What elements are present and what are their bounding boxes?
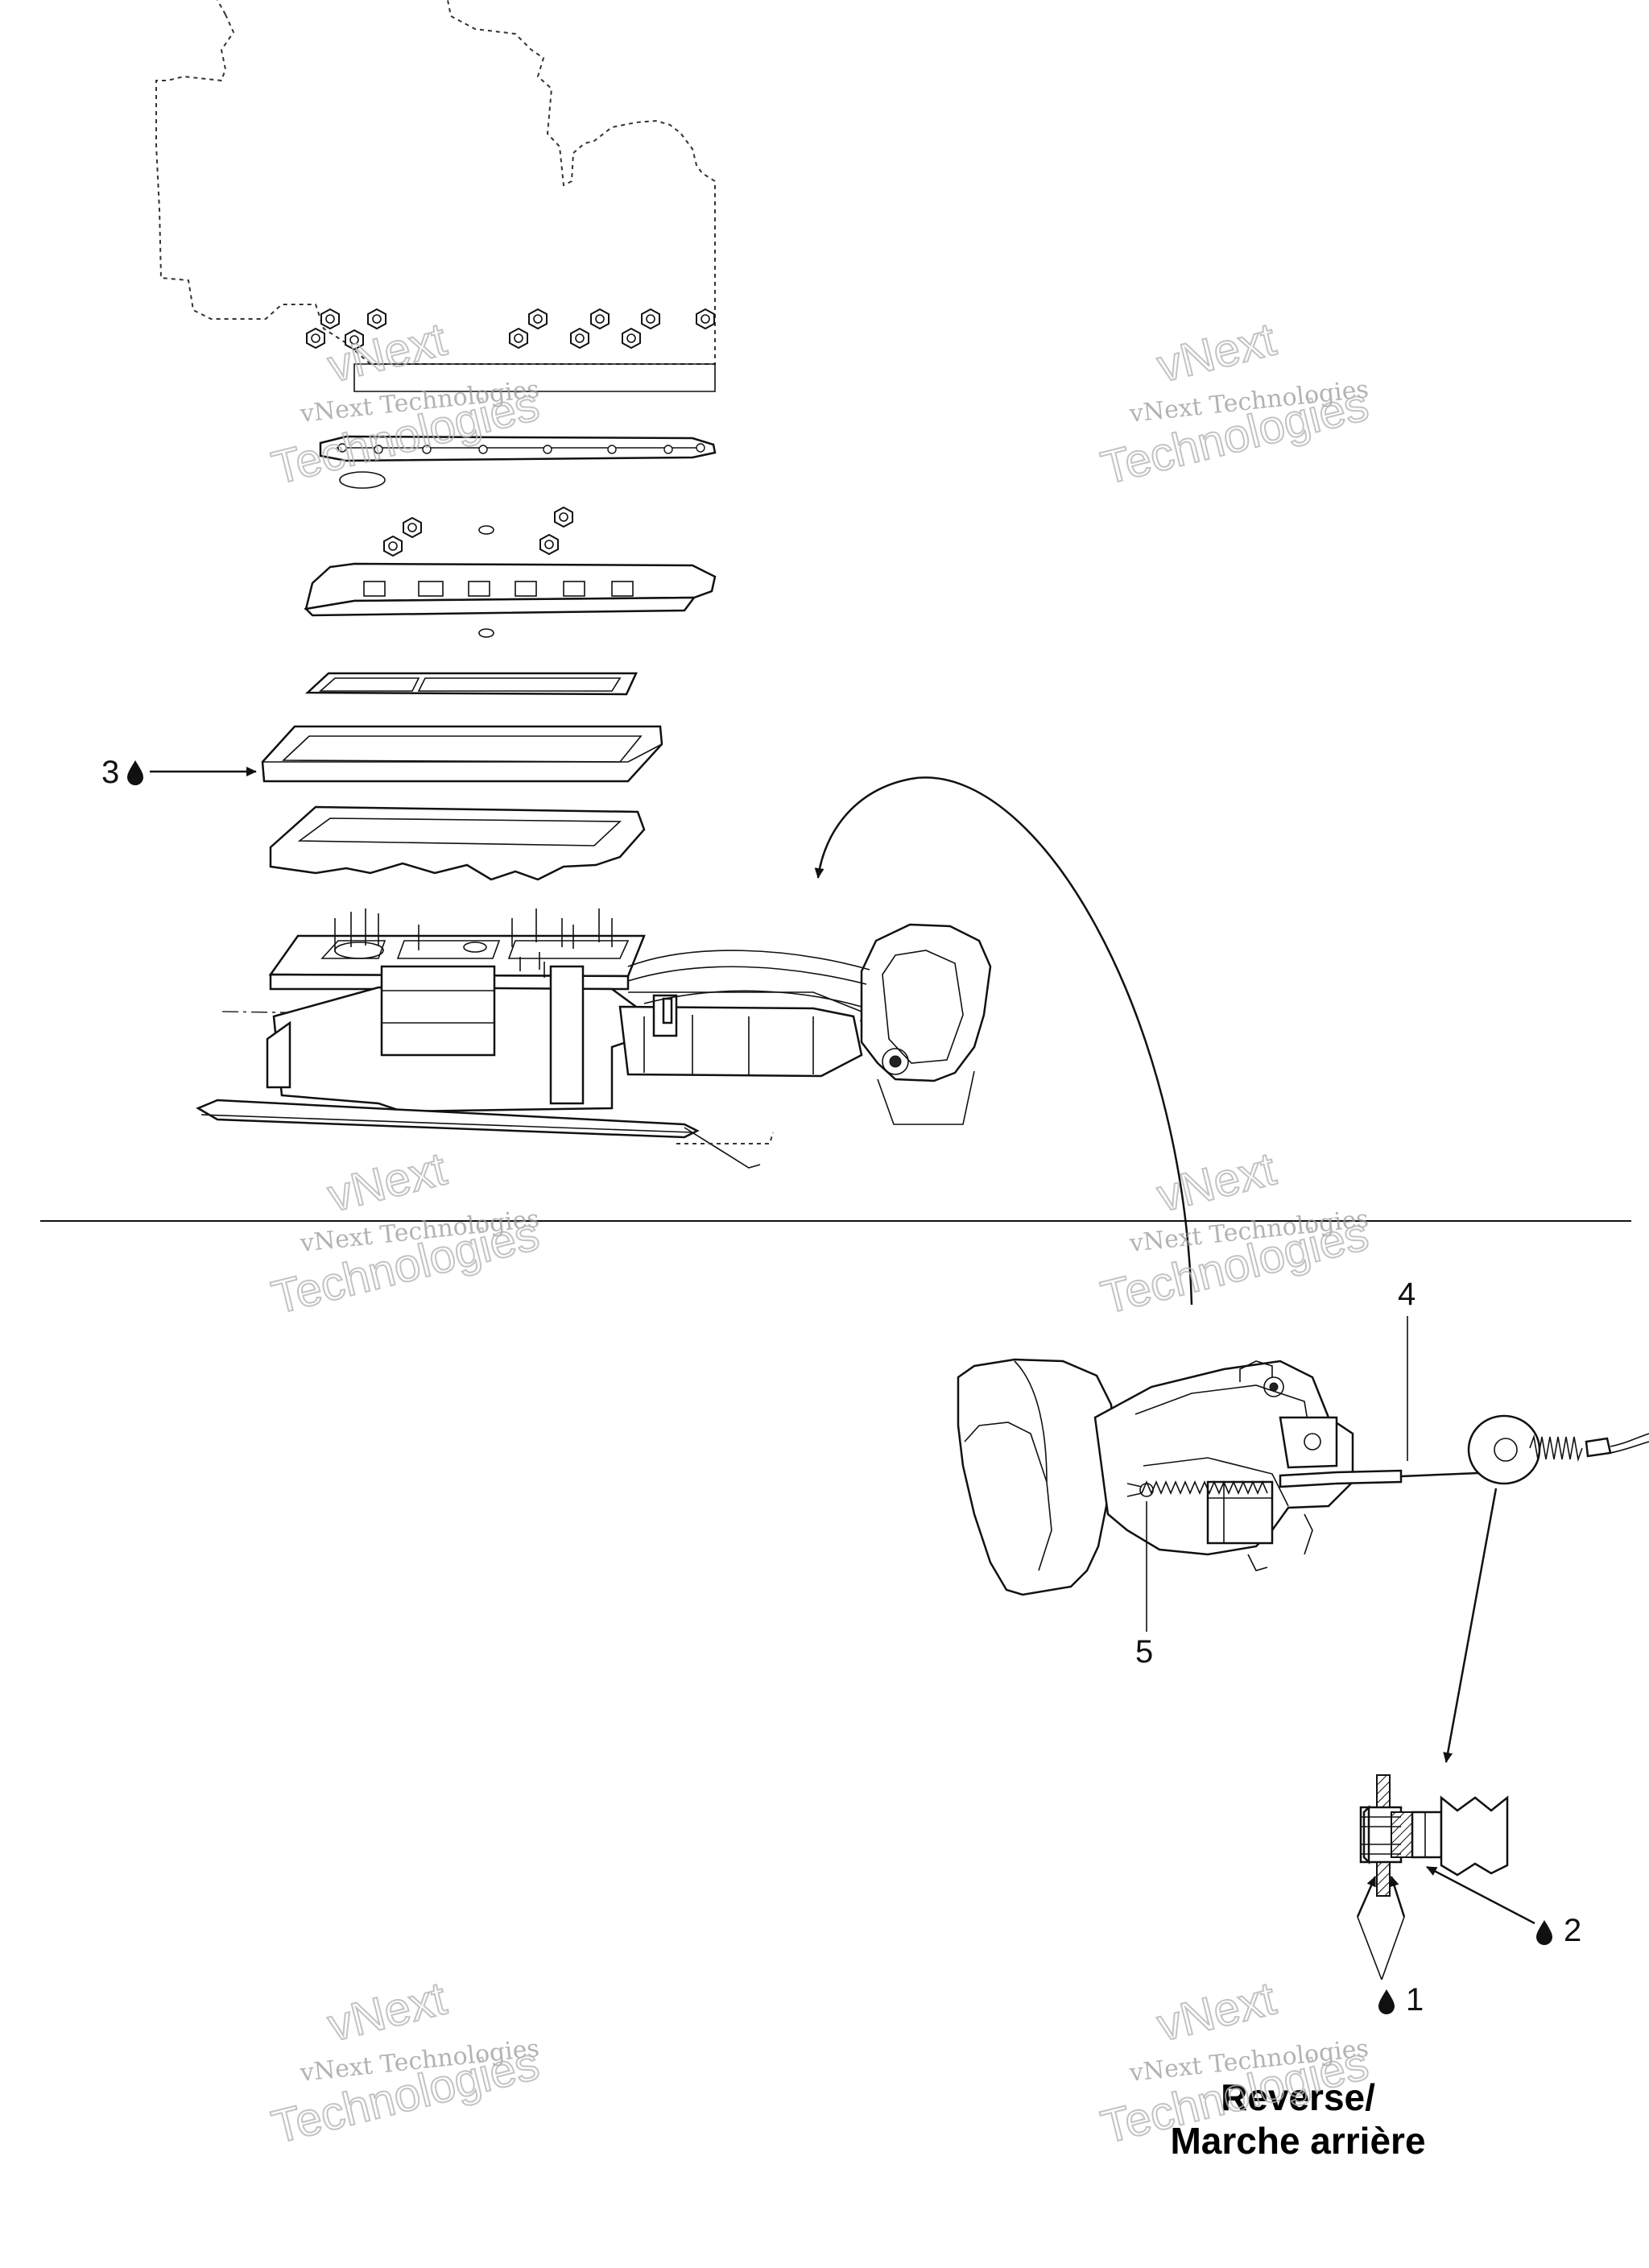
watermark-line-1: vNext [1152,1143,1281,1223]
oil-drop-icon [1378,1989,1395,2014]
gasket [319,435,717,462]
callout-5-label: 5 [1135,1634,1153,1670]
foam-filter [269,805,646,881]
callout-3-label: 3 [101,755,119,790]
callout-4-label: 4 [1398,1277,1415,1312]
seal-frame [304,672,638,696]
detail-leader-arrow [1443,1488,1498,1763]
engine-lower-assembly [196,908,992,1169]
watermark-line-1: vNext [1152,1972,1281,2052]
callout-5: 5 [1135,1501,1153,1670]
oil-drop-icon [1536,1920,1552,1945]
watermark-ml: vNext vNext Technologies Technologies [266,1142,544,1325]
caption-line-1: Reverse/ [1221,2076,1375,2118]
watermark-line-1: vNext [323,1972,452,2052]
callout-2-label: 2 [1564,1913,1581,1948]
callout-1: 1 [1356,1876,1424,2018]
watermark-line-1: vNext [323,1143,452,1223]
caption: Reverse/ Marche arrière [1170,2076,1425,2162]
grommet-detail [1359,1774,1509,1897]
airbox-tray [261,725,663,783]
callout-2: 2 [1426,1865,1581,1948]
watermark-line-1: vNext [1152,313,1281,393]
watermark-tl: vNext vNext Technologies Technologies [266,312,544,495]
engine-outline-dashed [155,0,716,365]
oil-drop-icon [127,760,143,785]
reverse-mechanism [957,1358,1649,1596]
watermark-tr: vNext vNext Technologies Technologies [1095,312,1374,495]
cover-plate [304,562,717,638]
callout-4: 4 [1398,1277,1415,1461]
watermark-bl: vNext vNext Technologies Technologies [266,1972,544,2154]
plate-fasteners [383,507,573,557]
curved-reference-arrow [814,776,1193,1306]
watermark-mr: vNext vNext Technologies Technologies [1095,1142,1374,1325]
watermark-line-1: vNext [323,313,452,393]
engine-base-rail [353,363,716,392]
callout-3: 3 [101,755,257,790]
callout-1-label: 1 [1406,1982,1424,2018]
o-ring [339,471,386,489]
caption-line-2: Marche arrière [1170,2120,1425,2162]
